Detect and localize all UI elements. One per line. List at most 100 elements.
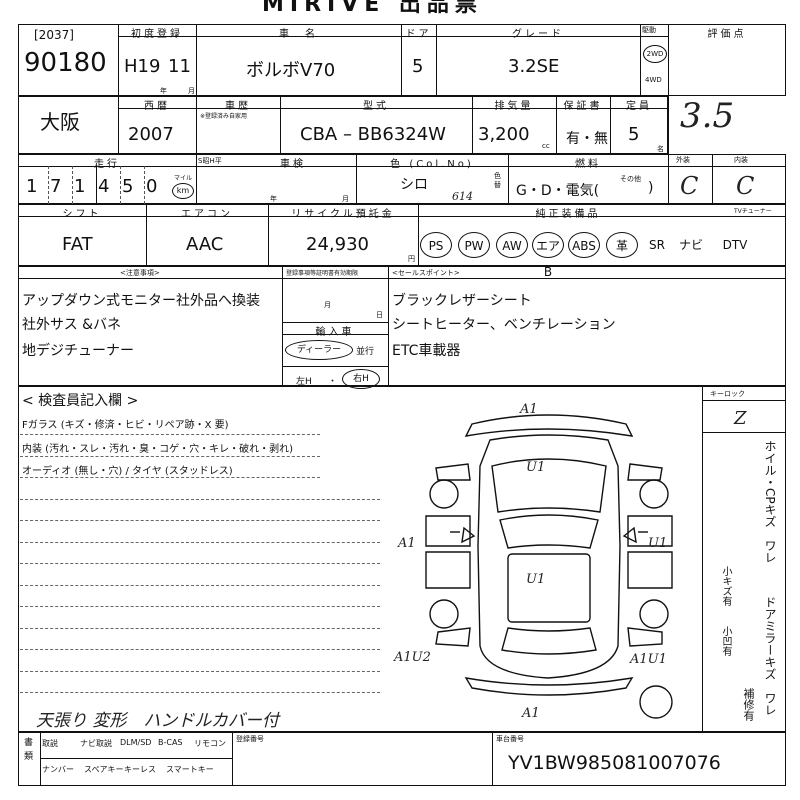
region: 大阪	[40, 110, 80, 134]
lot-bracket: [2037]	[34, 28, 74, 42]
diagram-mark: A1U1	[630, 652, 667, 667]
color-label: 色 (Col.No)	[390, 159, 474, 170]
fuel-other: その他	[620, 175, 641, 183]
inspection-year: 年	[270, 195, 277, 203]
warranty-label: 保証書	[563, 101, 603, 112]
side-text-3: 補修有	[742, 688, 755, 721]
mile-label: マイル	[174, 175, 193, 182]
equipment-item: DTV	[722, 238, 748, 252]
inspection-label: 車検	[280, 159, 306, 170]
chassis-number: YV1BW985081007076	[508, 752, 721, 774]
car-damage-diagram	[425, 414, 673, 719]
diagram-mark: U1	[526, 572, 546, 587]
expiry-day: 日	[376, 311, 383, 319]
mileage-digit: 5	[122, 176, 134, 197]
first-reg-label: 初度登録	[131, 29, 183, 40]
mileage-digit: 7	[50, 176, 62, 197]
recycle-label: リサイクル預託金	[291, 209, 395, 220]
model-value: CBA – BB6324W	[300, 124, 446, 145]
grade-value: 3.2SE	[508, 56, 560, 77]
parallel-option: 並行	[356, 347, 375, 357]
drive-2wd: 2WD	[643, 45, 667, 63]
sales-2: シートヒーター、ベンチレーション	[392, 317, 616, 333]
reg-number-label: 登録番号	[236, 735, 264, 743]
lot-number: 90180	[24, 48, 107, 78]
drive-label: 駆動	[642, 26, 656, 34]
inspection-line	[20, 692, 380, 693]
diagram-mark: A1	[522, 706, 540, 721]
diagram-mark: A1	[398, 536, 416, 551]
history-label: 車歴	[225, 101, 251, 112]
diagram-mark: A1U2	[394, 650, 431, 665]
footer-item: ナビ取説	[80, 739, 112, 748]
side-text-2: ドアミラーキズ ワレ	[763, 596, 777, 716]
car-name-label: 車 名	[279, 29, 318, 40]
yen-unit: 円	[408, 255, 415, 263]
footer-item: スペアキー	[84, 765, 124, 774]
page-title: MIRIVE 出品票	[262, 0, 483, 17]
notes-label: <注意事項>	[120, 269, 160, 277]
shift-label: シフト	[62, 209, 102, 220]
inspection-line	[20, 477, 320, 478]
displacement-label: 排気量	[494, 101, 534, 112]
recycle-value: 24,930	[306, 234, 369, 255]
footer-item: ナンバー	[42, 765, 74, 774]
western-year: 2007	[128, 124, 174, 145]
mileage-digit: 1	[26, 176, 38, 197]
month-suffix: 月	[188, 87, 195, 95]
diagram-mark: A1	[520, 402, 538, 417]
diagram-mark: U1	[526, 460, 546, 475]
mileage-label: 走行	[94, 159, 120, 170]
doors-value: 5	[412, 56, 424, 77]
rating-hand: 3.5	[680, 96, 735, 136]
interior-value: C	[736, 172, 755, 200]
inspection-line	[20, 541, 380, 543]
expiry-month: 月	[324, 301, 331, 309]
mileage-digit: 1	[74, 176, 86, 197]
exterior-value: C	[680, 172, 699, 200]
inspection-line	[20, 627, 380, 629]
footer-item: スマートキー	[166, 765, 214, 774]
km-label: km	[172, 183, 194, 199]
inspection-line-2: 内装 (汚れ・スレ・汚れ・臭・コゲ・穴・キレ・破れ・剥れ)	[22, 444, 293, 455]
inspection-line	[20, 520, 380, 521]
sales-label: <セールスポイント>	[392, 269, 460, 277]
model-label: 型式	[363, 101, 389, 112]
inspection-handnote: 天張り 変形 ハンドルカバー付	[36, 711, 279, 731]
aircon-label: エアコン	[181, 209, 233, 220]
chassis-label: 車台番号	[496, 735, 524, 743]
note-3: 地デジチューナー	[22, 343, 134, 359]
displacement-value: 3,200	[478, 124, 530, 145]
inspection-month: 月	[342, 195, 349, 203]
history-sub: ※登録済み自家用	[200, 113, 248, 120]
inspection-line	[20, 434, 320, 435]
side-small-2: 小凹有	[720, 626, 731, 656]
aircon-value: AAC	[186, 234, 224, 255]
capacity-unit: 名	[657, 145, 664, 153]
wareki-label: S昭H平	[198, 157, 222, 165]
sales-1: ブラックレザーシート	[392, 293, 532, 309]
inspection-line-3: オーディオ (無し・穴) / タイヤ (スタッドレス)	[22, 466, 233, 477]
fuel-label: 燃料	[575, 159, 601, 170]
western-year-label: 西暦	[144, 101, 170, 112]
shift-value: FAT	[62, 234, 93, 255]
right-hand: 右H	[342, 369, 380, 389]
note-1: アップダウン式モニター社外品へ換装	[22, 293, 260, 309]
keylock-value: Z	[734, 408, 747, 429]
fuel-close: )	[648, 180, 654, 196]
inspection-line	[20, 584, 380, 586]
inspection-line	[20, 498, 380, 500]
mileage-digit: 0	[146, 176, 158, 197]
fuel-value: G・D・電気(	[516, 183, 600, 199]
color-value: シロ	[400, 177, 428, 193]
equipment-item: PS	[420, 232, 452, 258]
note-2: 社外サス &バネ	[22, 317, 122, 333]
inspection-line	[20, 670, 380, 672]
year-suffix: 年	[160, 87, 167, 95]
inspection-line-1: Fガラス (キズ・修済・ヒビ・リペア跡・X 要)	[22, 420, 229, 431]
interior-label: 内装	[734, 156, 748, 164]
color-change: 色替	[494, 172, 501, 189]
cc-unit: cc	[542, 142, 550, 150]
equipment-item: SR	[649, 238, 665, 252]
footer-item: 取説	[42, 739, 58, 748]
